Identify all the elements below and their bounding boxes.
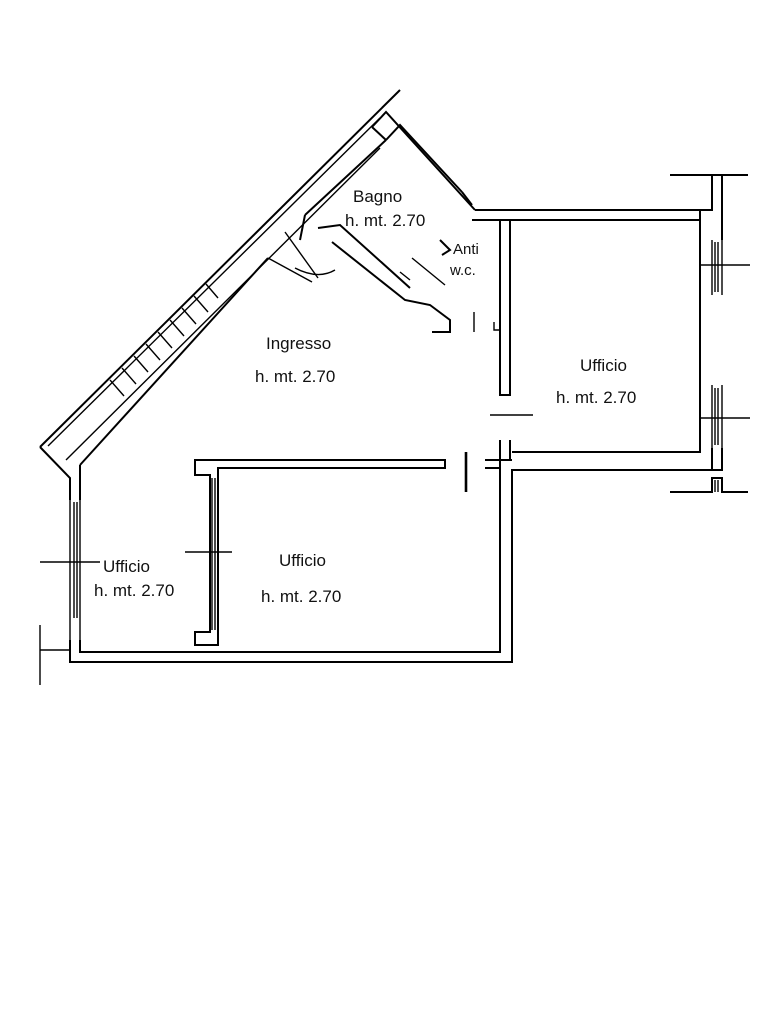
entrance-height: h. mt. 2.70 <box>255 367 336 386</box>
office-center-height: h. mt. 2.70 <box>261 587 342 606</box>
outer-walls <box>39 89 720 685</box>
office-right-name: Ufficio <box>580 356 627 375</box>
stairs <box>47 117 381 461</box>
entrance-name: Ingresso <box>266 334 332 353</box>
anti-wc-name: Anti <box>453 241 479 258</box>
bathroom-walls <box>267 110 476 333</box>
anti-wc-sub: w.c. <box>450 262 476 279</box>
bathroom-height: h. mt. 2.70 <box>345 211 426 230</box>
inner-partitions <box>185 452 501 646</box>
office-left-height: h. mt. 2.70 <box>94 581 175 600</box>
office-left-name: Ufficio <box>103 557 150 576</box>
right-office-walls <box>472 174 750 493</box>
office-right-height: h. mt. 2.70 <box>556 388 637 407</box>
bathroom-name: Bagno <box>353 187 403 206</box>
office-center-name: Ufficio <box>279 551 326 570</box>
